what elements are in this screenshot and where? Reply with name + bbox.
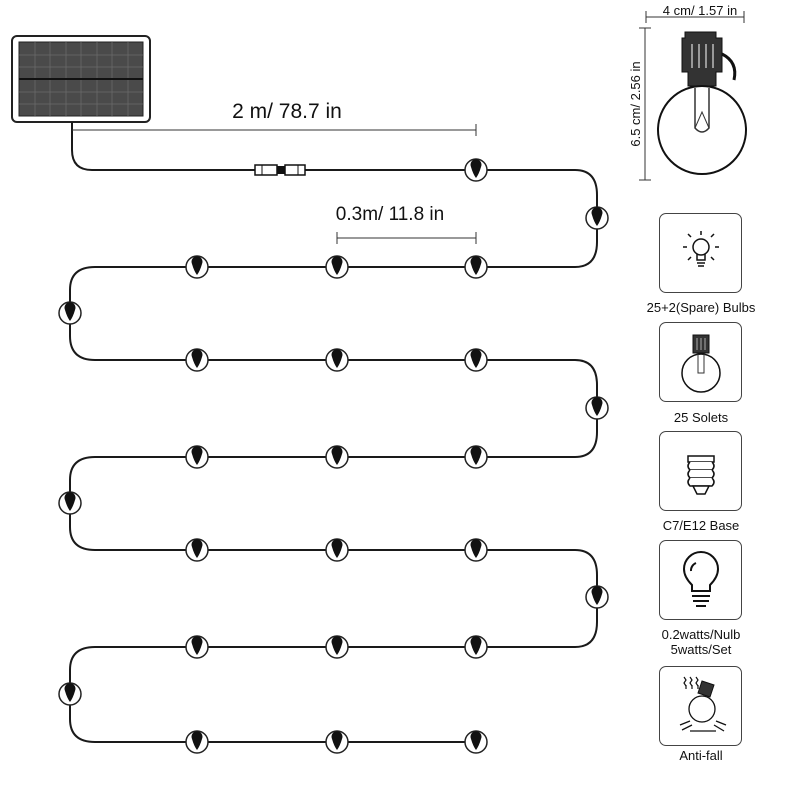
bulb-marker [185, 635, 209, 659]
bulb-marker [185, 255, 209, 279]
bulb-markers [58, 158, 609, 754]
bulb-marker [58, 491, 82, 515]
cable-connector [254, 164, 306, 176]
bulb-marker [325, 538, 349, 562]
feature-label-antifall: Anti-fall [679, 748, 723, 763]
feature-box-watts [659, 540, 742, 620]
bulb-marker [185, 730, 209, 754]
feature-box-antifall [659, 666, 742, 746]
bulb-marker [585, 396, 609, 420]
bulb-marker [325, 635, 349, 659]
cable-path [69, 122, 598, 743]
bulb-marker [585, 585, 609, 609]
globe-bulb-illustration: 4 cm/ 1.57 in 6.5 cm/ 2.56 in [628, 3, 747, 181]
feature-box-solets [659, 322, 742, 402]
bulb-marker [464, 348, 488, 372]
bulb-marker [325, 348, 349, 372]
lightbulb-glow-icon [683, 231, 719, 267]
globe-bulb-icon [681, 334, 721, 393]
bulb-width-label: 4 cm/ 1.57 in [663, 3, 737, 18]
feature-label-bulbs: 25+2(Spare) Bulbs [646, 300, 756, 315]
bulb-marker [464, 730, 488, 754]
bulb-marker [464, 538, 488, 562]
bulb-marker [185, 348, 209, 372]
cable-length-label: 2 m/ 78.7 in [232, 100, 342, 123]
bulb-marker [185, 538, 209, 562]
bulb-marker [464, 445, 488, 469]
bulb-marker [325, 730, 349, 754]
solar-panel [11, 35, 151, 123]
bulb-marker [325, 445, 349, 469]
bulb-marker [58, 301, 82, 325]
bulb-spacing-label: 0.3m/ 11.8 in [336, 204, 444, 225]
anti-fall-icon [679, 676, 727, 732]
cable-length-dimension: 2 m/ 78.7 in [72, 100, 477, 136]
feature-label-watts: 0.2watts/Nulb 5watts/Set [661, 627, 741, 657]
feature-box-base [659, 431, 742, 511]
feature-label-base: C7/E12 Base [662, 518, 740, 533]
bulb-marker [58, 682, 82, 706]
bulb-marker [585, 206, 609, 230]
bulb-height-label: 6.5 cm/ 2.56 in [628, 61, 643, 146]
socket-base-icon [687, 455, 715, 495]
bulb-spacing-dimension: 0.3m/ 11.8 in [336, 204, 477, 244]
feature-box-bulbs [659, 213, 742, 293]
bulb-marker [325, 255, 349, 279]
bulb-marker [464, 158, 488, 182]
feature-label-solets: 25 Solets [673, 410, 729, 425]
bulb-marker [464, 635, 488, 659]
bulb-marker [185, 445, 209, 469]
bulb-marker [464, 255, 488, 279]
bulb-outline-icon [682, 551, 720, 607]
